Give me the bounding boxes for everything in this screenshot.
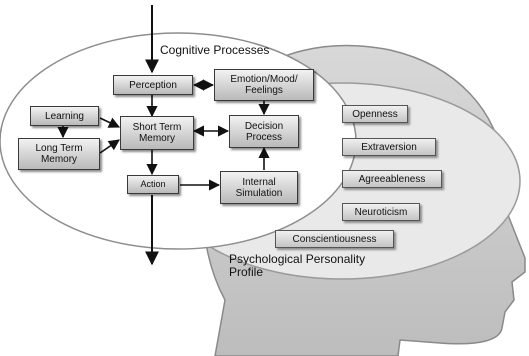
decision-process-box: Decision Process <box>229 115 299 148</box>
emotion-box: Emotion/Mood/ Feelings <box>214 69 314 101</box>
trait-openness: Openness <box>342 105 408 123</box>
trait-neuroticism: Neuroticism <box>342 203 420 221</box>
trait-agreeableness: Agreeableness <box>342 170 442 188</box>
internal-simulation-box: Internal Simulation <box>220 171 298 204</box>
long-term-memory-box: Long Term Memory <box>18 138 100 170</box>
cognitive-processes-label: Cognitive Processes <box>160 43 270 57</box>
learning-box: Learning <box>30 106 99 126</box>
short-term-memory-box: Short Term Memory <box>120 116 194 150</box>
trait-conscientiousness: Conscientiousness <box>275 230 394 248</box>
trait-extraversion: Extraversion <box>342 138 436 156</box>
perception-box: Perception <box>113 75 193 95</box>
ltm-stm-arrow <box>99 139 120 154</box>
learning-stm-arrow <box>99 117 121 128</box>
personality-profile-label: Psychological Personality Profile <box>229 252 366 279</box>
action-box: Action <box>127 175 179 194</box>
